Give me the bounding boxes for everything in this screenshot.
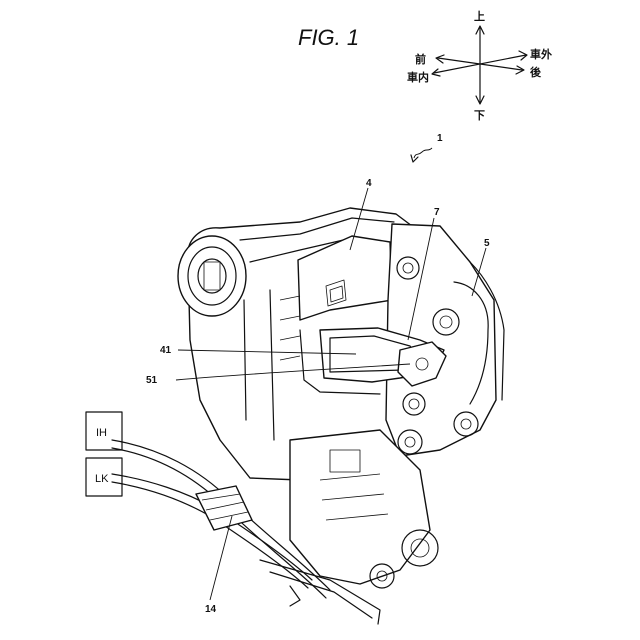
label-front: 前 — [415, 52, 426, 66]
label-part-4: 4 — [366, 178, 372, 189]
door-lock-assembly — [112, 208, 504, 624]
label-part-41: 41 — [160, 345, 172, 356]
ih-box-label: IH — [96, 427, 107, 439]
orientation-compass: 上 下 前 後 車外 車内 — [407, 9, 552, 122]
lk-box-label: LK — [95, 473, 109, 485]
lk-box: LK — [86, 458, 122, 496]
label-rear: 後 — [530, 65, 542, 79]
label-part-51: 51 — [146, 375, 158, 386]
label-up: 上 — [474, 9, 485, 23]
label-part-7: 7 — [434, 207, 440, 218]
label-vehicle-inner: 車内 — [407, 70, 429, 84]
label-down: 下 — [474, 109, 485, 122]
label-vehicle-outer: 車外 — [530, 47, 552, 61]
label-part-5: 5 — [484, 238, 490, 249]
leader-1 — [414, 148, 432, 158]
ih-box: IH — [86, 412, 122, 450]
figure-title: FIG. 1 — [298, 25, 359, 50]
label-assembly-1: 1 — [437, 133, 443, 144]
label-part-14: 14 — [205, 604, 217, 615]
